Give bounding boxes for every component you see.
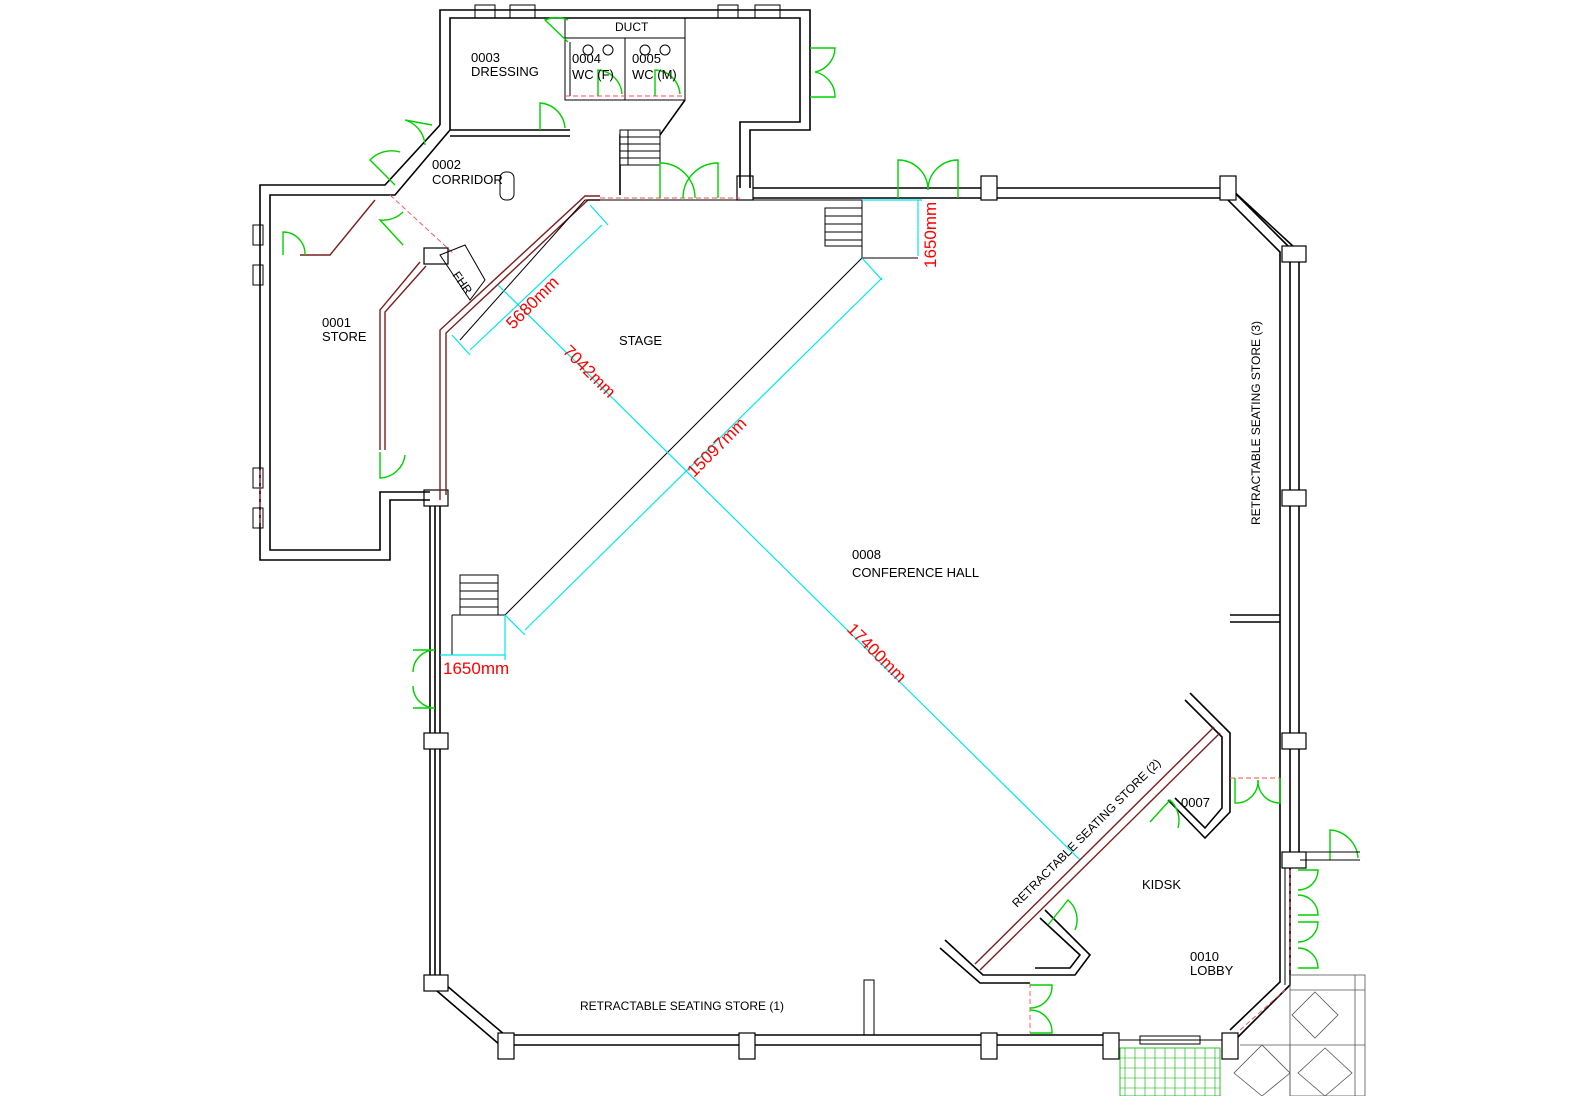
room-0004-number: 0004 (572, 51, 601, 66)
room-0003-name: DRESSING (471, 64, 539, 79)
room-0004-name: WC (F) (572, 67, 614, 82)
seating-store-2-label: RETRACTABLE SEATING STORE (2) (1009, 756, 1163, 910)
dimension-lines (440, 199, 1081, 861)
columns (423, 175, 1307, 1060)
room-0010-number: 0010 (1190, 949, 1219, 964)
room-0007-number: 0007 (1181, 795, 1210, 810)
room-0002-number: 0002 (432, 157, 461, 172)
kiosk-label: KIDSK (1142, 877, 1181, 892)
room-0008-name: CONFERENCE HALL (852, 565, 979, 580)
stage-label: STAGE (619, 333, 662, 348)
door-swings (282, 17, 1360, 1034)
room-0008-number: 0008 (852, 547, 881, 562)
stage (451, 199, 918, 655)
exterior-paving (1233, 974, 1366, 1096)
dimension-1650-bottom: 1650mm (443, 659, 509, 678)
room-0010-name: LOBBY (1190, 963, 1234, 978)
room-0005-number: 0005 (632, 51, 661, 66)
room-labels: DUCT 0003 DRESSING 0004 WC (F) 0005 WC (… (322, 20, 1263, 1013)
room-0001-name: STORE (322, 329, 367, 344)
north-annex-walls (252, 4, 811, 561)
duct-label: DUCT (615, 20, 649, 34)
dimension-labels: 5680mm 7042mm 15097mm 17400mm 1650mm 165… (443, 202, 940, 686)
fhr-label: FHR (450, 269, 476, 298)
seating-store-3-label: RETRACTABLE SEATING STORE (3) (1249, 321, 1263, 525)
room-0005-name: WC (M) (632, 67, 677, 82)
room-0001-number: 0001 (322, 315, 351, 330)
room-0002-name: CORRIDOR (432, 172, 503, 187)
dimension-1650-top: 1650mm (921, 202, 940, 268)
seating-store-1-label: RETRACTABLE SEATING STORE (1) (580, 999, 784, 1013)
hall-outer-wall (429, 187, 1300, 1046)
dimension-17400: 17400mm (843, 619, 910, 686)
east-wing-walls (863, 614, 1291, 1036)
dimension-7042: 7042mm (559, 341, 619, 401)
room-0003-number: 0003 (471, 50, 500, 65)
entrance-mat (1119, 1035, 1221, 1096)
dimension-15097: 15097mm (683, 414, 750, 481)
